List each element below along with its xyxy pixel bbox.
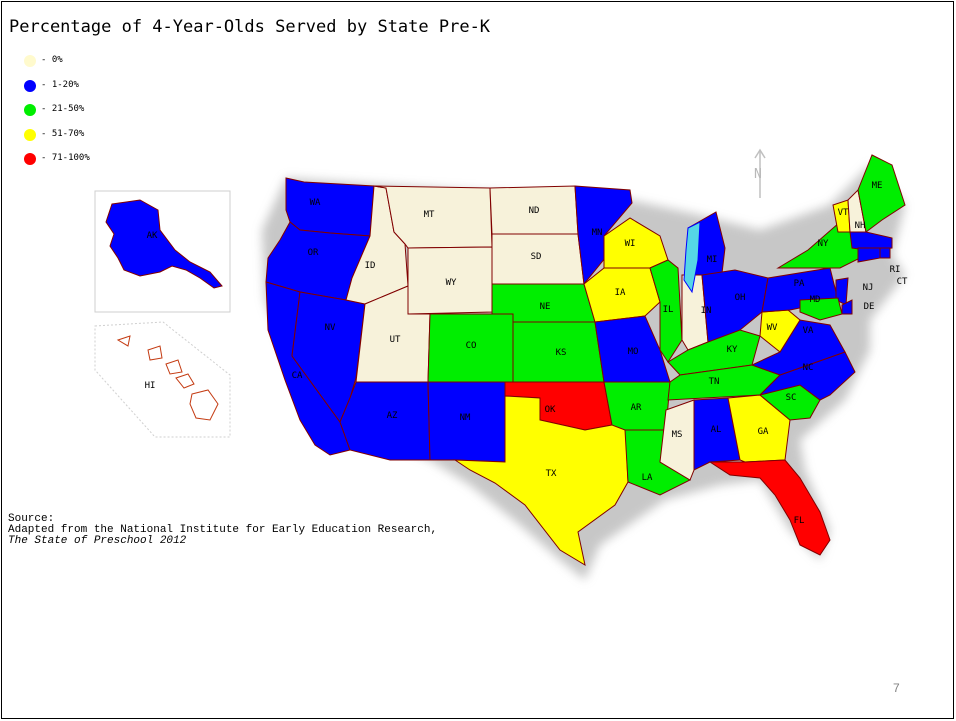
state-label-ri: RI bbox=[890, 265, 901, 275]
legend-swatch bbox=[24, 104, 36, 116]
source-line: Source: bbox=[8, 513, 55, 525]
compass-letter: N bbox=[754, 167, 762, 182]
page-number: 7 bbox=[893, 681, 900, 695]
state-label-me: ME bbox=[872, 181, 883, 191]
state-label-ne: NE bbox=[540, 302, 551, 312]
state-label-il: IL bbox=[663, 305, 674, 315]
state-label-ia: IA bbox=[615, 288, 626, 298]
state-label-mo: MO bbox=[628, 347, 639, 357]
state-label-nh: NH bbox=[855, 221, 866, 231]
state-label-nv: NV bbox=[325, 323, 336, 333]
state-label-sd: SD bbox=[531, 252, 542, 262]
state-label-mi: MI bbox=[707, 255, 718, 265]
state-label-oh: OH bbox=[735, 293, 746, 303]
state-ri bbox=[879, 247, 891, 259]
state-label-ok: OK bbox=[545, 405, 556, 415]
state-label-la: LA bbox=[642, 473, 653, 483]
state-label-ny: NY bbox=[818, 239, 829, 249]
state-il bbox=[649, 259, 683, 363]
state-label-ak: AK bbox=[147, 231, 158, 241]
state-al bbox=[693, 397, 741, 471]
state-label-de: DE bbox=[864, 302, 875, 312]
state-label-pa: PA bbox=[794, 279, 805, 289]
legend-swatch bbox=[24, 55, 36, 67]
compass-icon: N bbox=[754, 148, 766, 198]
state-label-id: ID bbox=[365, 261, 376, 271]
state-label-nd: ND bbox=[529, 206, 540, 216]
state-label-ct: CT bbox=[897, 277, 908, 287]
legend-swatch bbox=[24, 153, 36, 165]
state-label-tn: TN bbox=[709, 377, 720, 387]
state-label-nc: NC bbox=[803, 363, 814, 373]
source-citation: The State of Preschool 2012 bbox=[8, 535, 187, 547]
state-label-vt: VT bbox=[838, 208, 849, 218]
state-label-hi: HI bbox=[145, 381, 156, 391]
state-label-fl: FL bbox=[794, 516, 805, 526]
state-label-nj: NJ bbox=[863, 283, 874, 293]
state-label-ar: AR bbox=[631, 403, 642, 413]
state-ms bbox=[659, 399, 695, 481]
state-az bbox=[339, 381, 431, 461]
state-label-wi: WI bbox=[625, 239, 636, 249]
legend-swatch bbox=[24, 79, 36, 92]
legend-label: - 51-70% bbox=[41, 128, 85, 139]
alaska-inset-box bbox=[94, 190, 231, 313]
state-label-wv: WV bbox=[767, 323, 778, 333]
state-label-sc: SC bbox=[786, 393, 797, 403]
state-de bbox=[841, 299, 853, 315]
state-wa bbox=[285, 177, 375, 237]
state-ak bbox=[105, 199, 223, 289]
state-ct bbox=[857, 247, 881, 263]
state-nc bbox=[758, 351, 856, 401]
state-label-ut: UT bbox=[390, 335, 401, 345]
legend-swatch bbox=[24, 128, 36, 141]
state-fl bbox=[708, 459, 831, 556]
state-label-mt: MT bbox=[424, 210, 435, 220]
lake-michigan bbox=[683, 221, 701, 294]
state-label-ga: GA bbox=[758, 427, 769, 437]
state-label-mn: MN bbox=[592, 228, 603, 238]
state-label-md: MD bbox=[810, 295, 821, 305]
state-label-ky: KY bbox=[727, 345, 738, 355]
state-label-al: AL bbox=[711, 425, 722, 435]
source-note: Source: Adapted from the National Instit… bbox=[8, 514, 437, 547]
state-md bbox=[799, 297, 843, 321]
hawaii-inset-box bbox=[94, 321, 231, 438]
legend-label: - 71-100% bbox=[41, 153, 90, 163]
state-label-in: IN bbox=[701, 306, 712, 316]
state-label-az: AZ bbox=[387, 411, 398, 421]
state-label-wa: WA bbox=[310, 198, 321, 208]
state-label-ca: CA bbox=[292, 371, 303, 381]
state-hi bbox=[116, 335, 219, 421]
map-title: Percentage of 4-Year-Olds Served by Stat… bbox=[9, 17, 491, 37]
state-tx bbox=[453, 395, 629, 567]
state-ma bbox=[849, 231, 893, 251]
state-label-nm: NM bbox=[460, 413, 471, 423]
state-label-ms: MS bbox=[672, 430, 683, 440]
state-label-co: CO bbox=[466, 341, 477, 351]
state-label-wy: WY bbox=[446, 278, 457, 288]
legend-label: - 0% bbox=[41, 55, 63, 65]
state-label-ks: KS bbox=[556, 348, 567, 358]
state-label-tx: TX bbox=[546, 469, 557, 479]
state-label-or: OR bbox=[308, 248, 319, 258]
legend-label: - 1-20% bbox=[41, 79, 79, 90]
source-line: Adapted from the National Institute for … bbox=[8, 524, 438, 536]
legend-label: - 21-50% bbox=[41, 104, 85, 114]
state-label-va: VA bbox=[803, 326, 814, 336]
